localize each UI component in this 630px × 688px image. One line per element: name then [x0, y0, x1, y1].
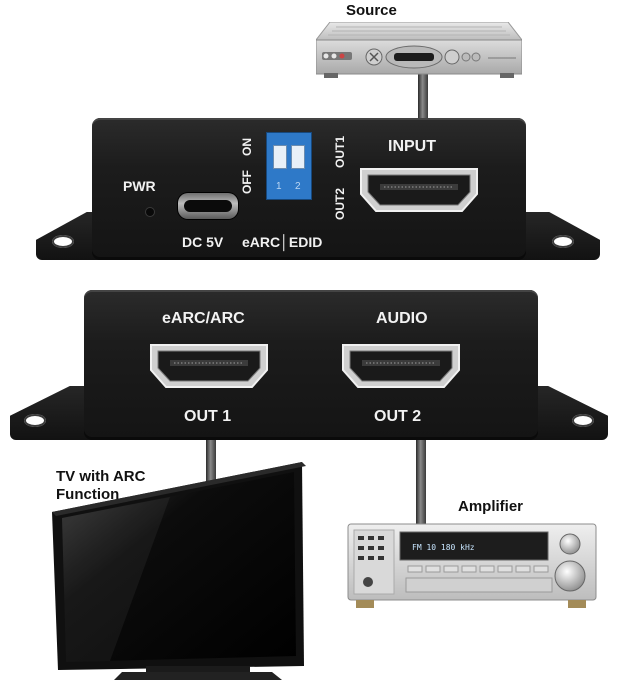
off-label: OFF	[240, 170, 254, 194]
top-device-body: PWR OFF ON 1 2 OUT2 OUT1 INPUT DC 5V eAR…	[92, 118, 526, 260]
tv-with-arc	[52, 462, 306, 680]
mounting-hole	[572, 414, 594, 427]
earc-arc-label: eARC/ARC	[162, 310, 245, 327]
tv-label: TV with ARC Function	[56, 468, 145, 504]
dc-5v-power-port	[178, 193, 238, 219]
hdmi-input-port[interactable]	[358, 166, 480, 214]
mounting-hole	[24, 414, 46, 427]
hdmi-out2-port[interactable]	[340, 342, 462, 390]
source-set-top-box	[316, 22, 522, 78]
out2-label: OUT2	[333, 187, 347, 220]
out1-label: OUT1	[333, 135, 347, 168]
dip-1-label: 1	[276, 181, 282, 192]
source-cable	[418, 74, 428, 122]
amplifier-label: Amplifier	[458, 498, 524, 515]
hdmi-out1-port[interactable]	[148, 342, 270, 390]
dip-switch-2[interactable]	[291, 145, 305, 169]
mounting-hole	[552, 235, 574, 248]
audio-label: AUDIO	[376, 310, 428, 327]
tv-cable	[206, 438, 216, 508]
power-led	[146, 208, 154, 216]
pwr-label: PWR	[123, 178, 156, 194]
bottom-device-body: eARC/ARC AUDIO OUT 1 OUT 2	[84, 290, 538, 440]
dc-5v-label: DC 5V	[182, 234, 224, 250]
tv-label-line2: Function	[56, 486, 120, 503]
earc-edid-label: eARC│EDID	[242, 234, 323, 250]
input-label: INPUT	[388, 138, 436, 155]
mounting-hole	[52, 235, 74, 248]
source-label: Source	[346, 2, 397, 19]
on-label: ON	[240, 138, 254, 156]
dip-switch[interactable]: 1 2	[266, 132, 312, 200]
dip-switch-1[interactable]	[273, 145, 287, 169]
out-2-label: OUT 2	[374, 408, 422, 425]
tv-label-line1: TV with ARC	[56, 468, 146, 485]
amplifier-cable	[416, 438, 426, 526]
dip-2-label: 2	[295, 181, 301, 192]
out-1-label: OUT 1	[184, 408, 232, 425]
amplifier: FM 10 180 kHz	[347, 523, 597, 608]
amplifier-display: FM 10 180 kHz	[412, 543, 475, 552]
